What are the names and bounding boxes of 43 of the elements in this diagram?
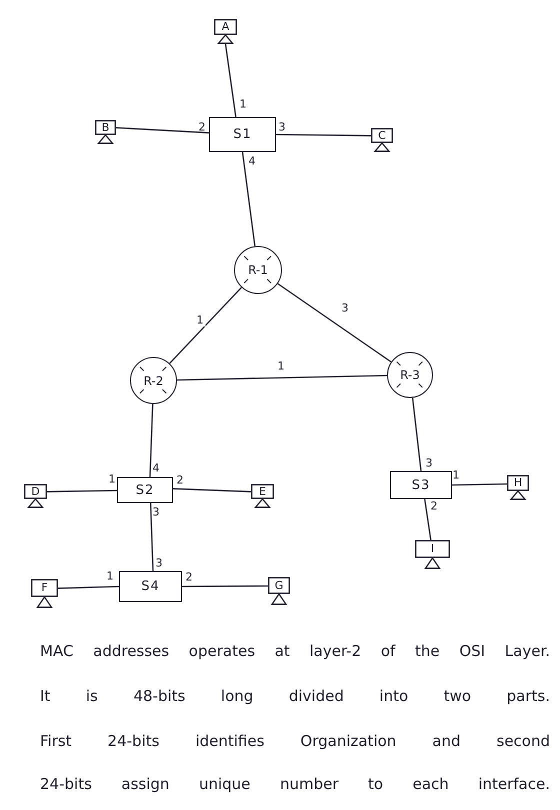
connection-line <box>58 586 120 589</box>
port-number: 2 <box>198 120 206 134</box>
connection-line <box>169 286 242 364</box>
connection-line <box>412 398 422 472</box>
connection-line <box>276 134 371 136</box>
connection-line <box>172 488 252 492</box>
connection-line <box>46 490 118 492</box>
connection-line <box>452 483 508 486</box>
port-number: 4 <box>152 462 160 474</box>
router-circle: R-1 <box>234 246 282 294</box>
note-line: It is 48-bits long divided into two parts. <box>40 686 550 707</box>
connection-line <box>116 127 210 134</box>
connection-line <box>182 585 268 588</box>
switch-box: S2 <box>117 477 173 503</box>
port-number: 1 <box>108 472 116 486</box>
port-number: 2 <box>176 474 184 486</box>
connection-line <box>150 502 154 572</box>
router-circle: R-3 <box>387 352 433 398</box>
port-number: 1 <box>452 468 460 482</box>
connection-line <box>242 152 256 246</box>
port-number: 3 <box>156 556 162 570</box>
port-number: 2 <box>186 570 192 584</box>
edge-label: 1 <box>194 314 206 326</box>
connection-line <box>176 374 388 381</box>
port-number: 2 <box>430 500 438 512</box>
port-number: 3 <box>152 506 160 518</box>
connection-line <box>277 283 392 362</box>
connection-line <box>424 498 432 540</box>
port-number: 3 <box>278 120 286 134</box>
port-number: 4 <box>248 154 256 168</box>
connection-line <box>149 404 154 478</box>
port-number: 1 <box>240 98 246 110</box>
switch-box: S3 <box>390 471 452 499</box>
note-line: 24-bits assign unique number to each interface. <box>40 774 550 795</box>
note-line: First 24-bits identifies Organization and second <box>40 731 550 752</box>
note-line: MAC addresses operates at layer-2 of the OSI Layer. <box>40 641 550 662</box>
switch-box: S1 <box>209 117 276 152</box>
edge-label: 1 <box>276 360 286 372</box>
port-number: 3 <box>426 456 432 470</box>
switch-box: S4 <box>119 571 182 602</box>
edge-label: 3 <box>340 302 350 314</box>
router-circle: R-2 <box>130 357 177 404</box>
port-number: 1 <box>106 570 114 582</box>
